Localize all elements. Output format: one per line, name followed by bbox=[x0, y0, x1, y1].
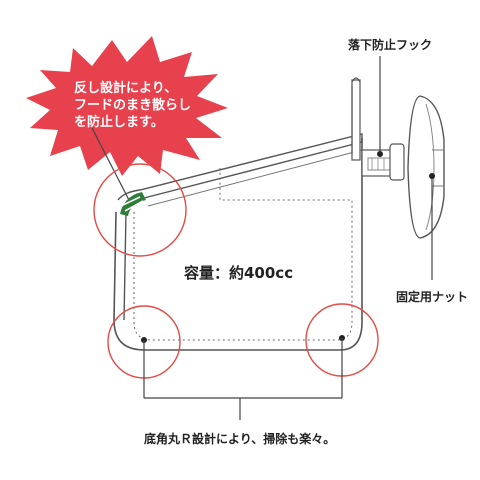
hook-post bbox=[351, 79, 361, 161]
capacity-label: 容量：約400cc bbox=[184, 264, 294, 282]
bottom-bracket bbox=[141, 335, 345, 420]
burst-pointer-line bbox=[91, 127, 131, 203]
starburst-callout bbox=[26, 36, 228, 176]
nut-label: 固定用ナット bbox=[396, 290, 469, 304]
rim-stripes bbox=[120, 192, 146, 216]
fixing-nut bbox=[407, 95, 445, 239]
burst-callout-text: 反し設計により、 フードのまき散らし を防止します。 bbox=[74, 80, 204, 131]
burst-line: 反し設計により、 bbox=[74, 81, 178, 96]
hook-label: 落下防止フック bbox=[348, 38, 433, 52]
rim-highlight-circle bbox=[93, 163, 187, 257]
bottom-design-label: 底角丸Ｒ設計により、掃除も楽々。 bbox=[144, 432, 336, 446]
bowl-outer bbox=[113, 138, 363, 351]
burst-line: フードのまき散らし bbox=[74, 98, 192, 113]
burst-line: を防止します。 bbox=[74, 115, 164, 130]
